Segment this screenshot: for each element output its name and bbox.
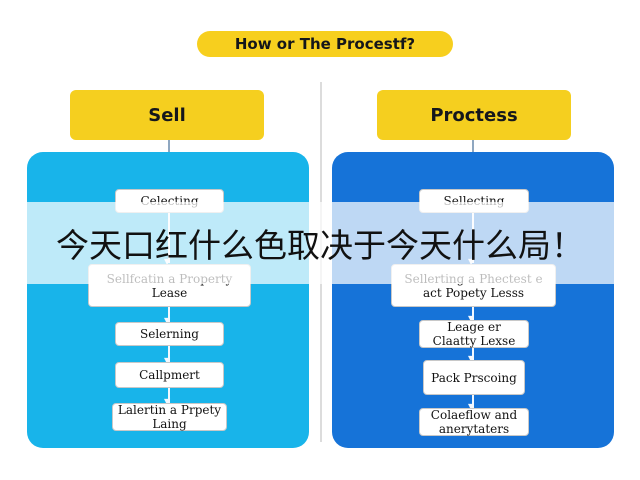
sell-connector-2: ▼ xyxy=(162,307,176,325)
process-header: Proctess xyxy=(377,90,571,140)
sell-step-5: Lalertin a Prpety Laing xyxy=(112,403,227,431)
process-connector-3: ▼ xyxy=(466,348,480,363)
overlay-caption: 今天口红什么色取决于今天什么局！ xyxy=(56,226,584,265)
sell-step-4: Callpmert xyxy=(115,362,224,388)
sell-header: Sell xyxy=(70,90,264,140)
process-connector-2: ▼ xyxy=(466,307,480,323)
process-connector-4: ▼ xyxy=(466,395,480,411)
process-step-5: Colaeflow and anerytaters xyxy=(419,408,529,436)
process-step-4: Pack Prscoing xyxy=(423,360,525,395)
caption-band xyxy=(0,202,640,284)
sell-connector-4: ▼ xyxy=(162,388,176,406)
diagram-title: How or The Procestf? xyxy=(197,31,453,57)
sell-connector-3: ▼ xyxy=(162,346,176,365)
sell-step-3: Selerning xyxy=(115,322,224,346)
process-step-3: Leage er Claatty Lexse xyxy=(419,320,529,348)
